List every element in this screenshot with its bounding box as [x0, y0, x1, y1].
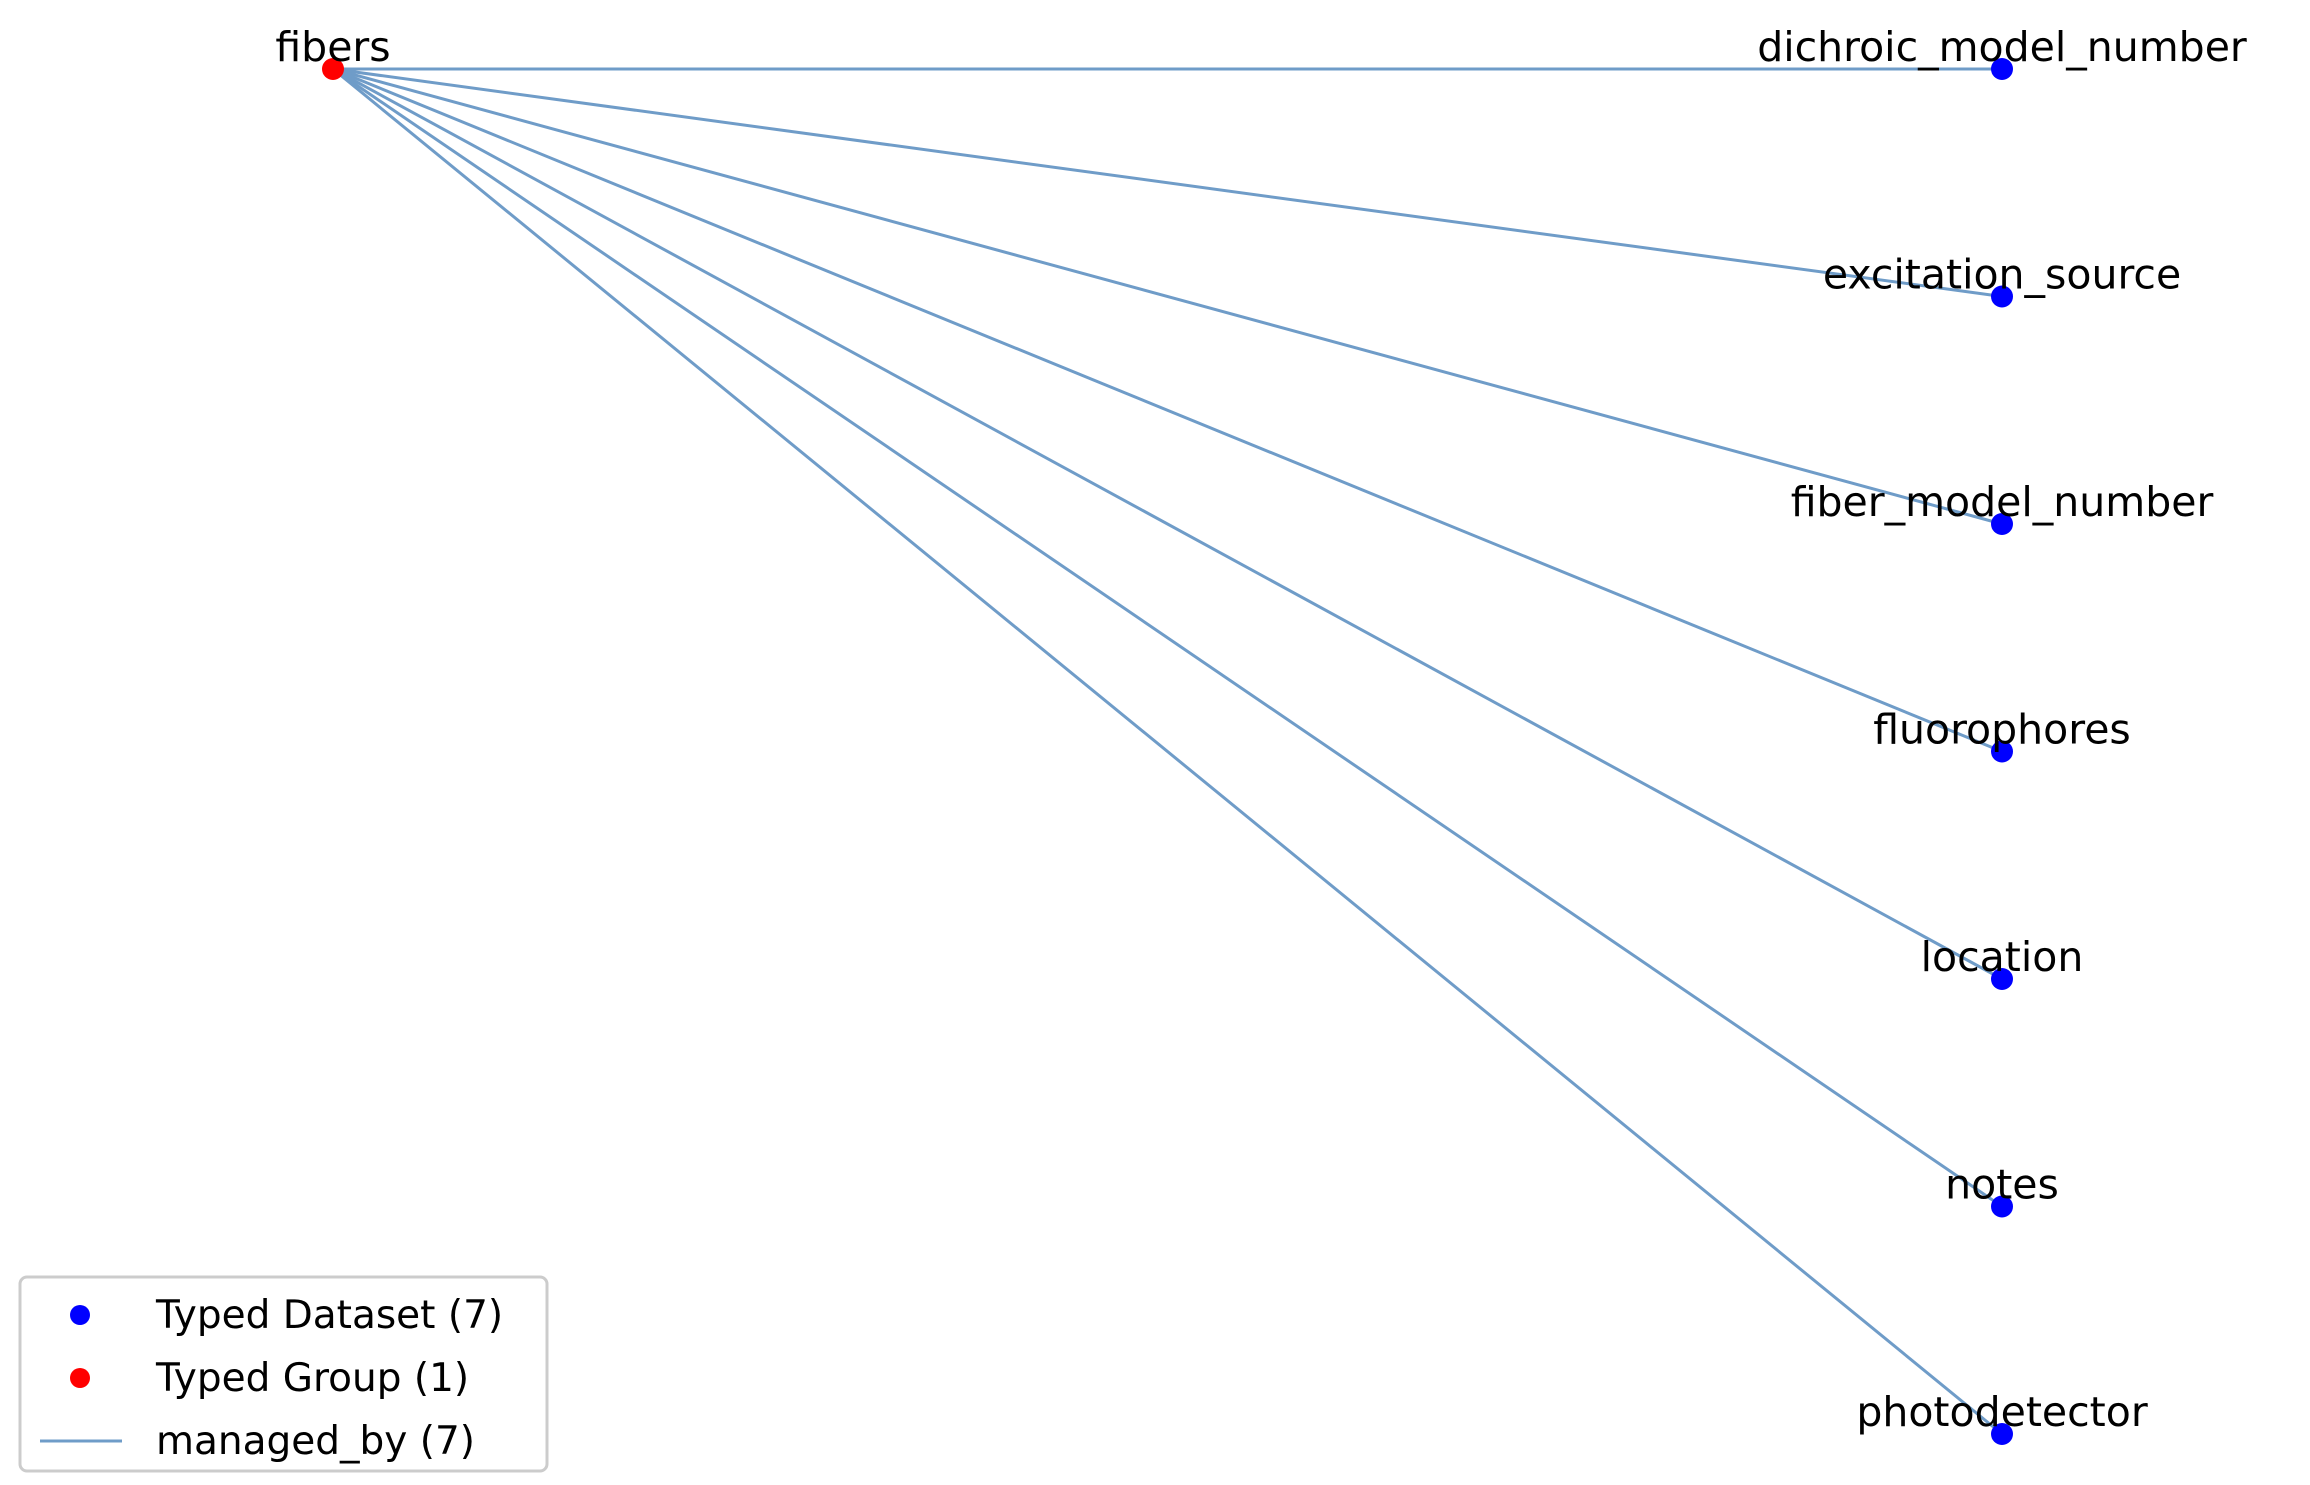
- labels-layer: fibers dichroic_model_number excitation_so…: [275, 23, 2247, 1436]
- edge-fibers-excitation_source: [332, 67, 2003, 298]
- node-label-dichroic_model_number: dichroic_model_number: [1757, 23, 2247, 71]
- legend: Typed Dataset (7) Typed Group (1) manage…: [18, 1275, 549, 1473]
- node-fiber_model_number[interactable]: [1991, 513, 2013, 535]
- edges-layer: [332, 67, 2003, 1436]
- edge-fibers-location: [332, 67, 2003, 981]
- node-fibers[interactable]: [322, 58, 344, 80]
- legend-dataset-label: Typed Dataset (7): [155, 1293, 503, 1338]
- node-label-fluorophores: fluorophores: [1873, 706, 2131, 754]
- legend-group-label: Typed Group (1): [155, 1356, 469, 1401]
- node-label-photodetector: photodetector: [1856, 1388, 2148, 1436]
- node-photodetector[interactable]: [1991, 1423, 2013, 1445]
- node-notes[interactable]: [1991, 1195, 2013, 1218]
- nodes-layer: [322, 58, 2013, 1445]
- node-label-fibers: fibers: [275, 23, 390, 71]
- node-label-excitation_source: excitation_source: [1823, 251, 2181, 299]
- legend-edge-label: managed_by (7): [156, 1419, 475, 1464]
- node-dichroic_model_number[interactable]: [1991, 58, 2013, 80]
- node-label-notes: notes: [1945, 1161, 2059, 1209]
- node-label-location: location: [1921, 933, 2084, 981]
- node-excitation_source[interactable]: [1991, 285, 2013, 308]
- legend-dataset-marker: [70, 1305, 90, 1325]
- node-fluorophores[interactable]: [1991, 740, 2013, 763]
- node-location[interactable]: [1991, 968, 2013, 990]
- node-label-fiber_model_number: fiber_model_number: [1791, 478, 2214, 526]
- edge-fibers-notes: [332, 67, 2003, 1208]
- edge-fibers-photodetector: [332, 67, 2003, 1436]
- edge-fibers-fiber_model_number: [332, 67, 2003, 526]
- edge-fibers-fluorophores: [332, 67, 2003, 753]
- legend-box: [18, 1275, 549, 1473]
- legend-group-marker: [70, 1368, 90, 1388]
